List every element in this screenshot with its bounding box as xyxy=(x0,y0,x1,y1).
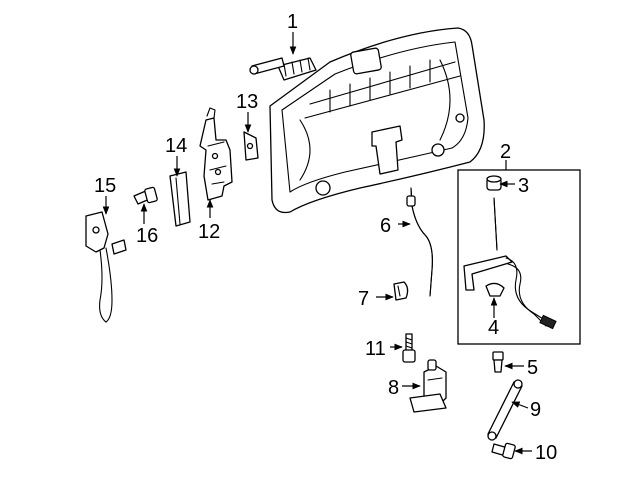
callout-14: 14 xyxy=(165,135,187,157)
part-3-cap xyxy=(486,175,502,191)
part-10-bolt xyxy=(491,442,516,460)
part-4-clip xyxy=(485,282,505,297)
callout-13: 13 xyxy=(236,91,258,113)
part-12-hinge-bracket xyxy=(199,107,233,201)
callout-3: 3 xyxy=(518,175,529,197)
callout-15: 15 xyxy=(94,175,116,197)
callout-6: 6 xyxy=(380,215,391,237)
callout-5: 5 xyxy=(527,357,538,379)
part-13-plate xyxy=(243,131,259,161)
latch-bracket xyxy=(463,255,557,330)
callout-12: 12 xyxy=(198,221,220,243)
liftgate-inner-panel xyxy=(269,27,485,214)
part-7-clip xyxy=(393,281,409,301)
part-2-assembly-box xyxy=(457,169,581,345)
callout-16: 16 xyxy=(136,225,158,247)
callout-1: 1 xyxy=(287,11,298,33)
callout-8: 8 xyxy=(388,377,399,399)
part-5-bolt xyxy=(492,351,504,373)
callout-11: 11 xyxy=(365,338,386,360)
callout-leaders xyxy=(102,32,532,455)
part-16-bolt xyxy=(133,186,158,205)
part-11-bolt xyxy=(402,333,416,363)
part-15-hinge-cable xyxy=(85,211,127,323)
part-6-rod xyxy=(406,187,433,297)
part-1-handle-switch xyxy=(249,57,317,81)
callout-7: 7 xyxy=(358,288,369,310)
callout-10: 10 xyxy=(535,442,557,464)
callout-4: 4 xyxy=(488,317,499,339)
part-9-strap xyxy=(487,379,523,441)
callout-2: 2 xyxy=(500,141,511,163)
latch-rod xyxy=(493,197,498,251)
part-8-actuator xyxy=(409,359,447,413)
callout-9: 9 xyxy=(530,399,541,421)
part-14-bracket xyxy=(169,171,191,227)
